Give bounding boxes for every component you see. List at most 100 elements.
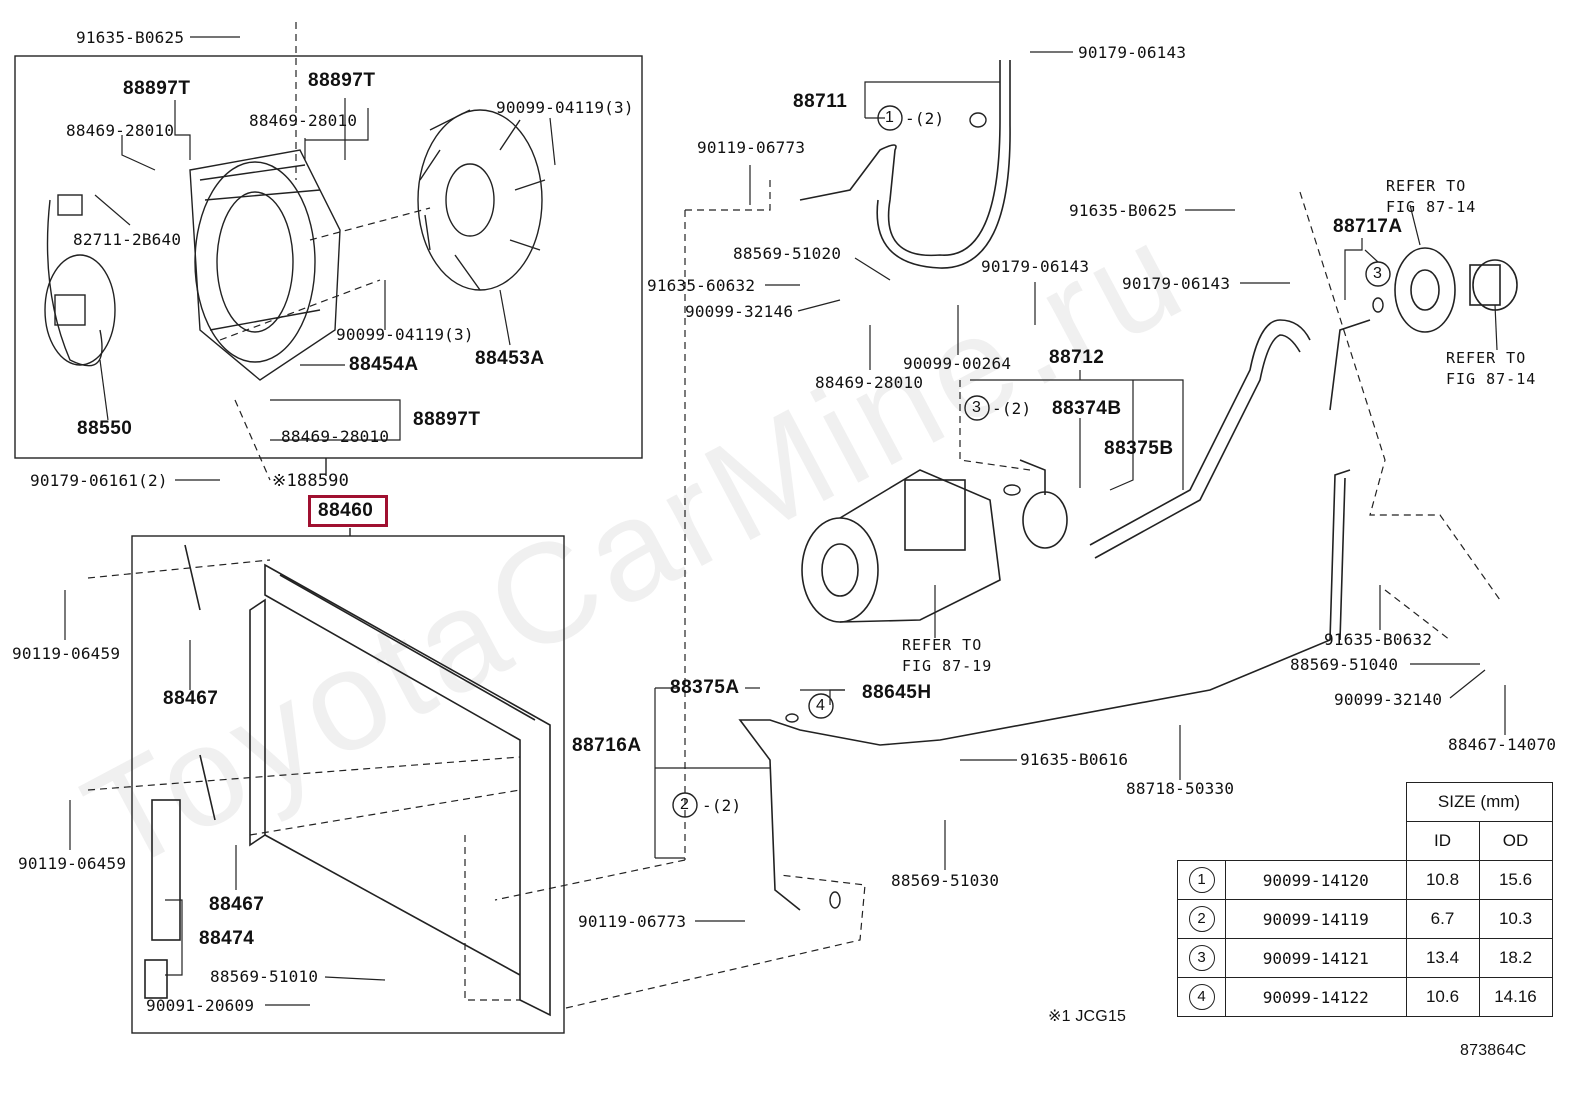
diagram-code: 873864C [1460, 1042, 1527, 1059]
part-label-88716A[interactable]: 88716A [572, 735, 642, 756]
id-column-header: ID [1405, 821, 1480, 861]
row-part-number[interactable]: 90099-14120 [1225, 860, 1407, 900]
part-label-90179-06143[interactable]: 90179-06143 [981, 257, 1090, 276]
fan-blade-drawing [417, 109, 546, 291]
part-label-90099-04119[interactable]: 90099-04119(3) [496, 98, 634, 117]
fan-motor-drawing [44, 194, 116, 367]
part-label-88718-50330[interactable]: 88718-50330 [1126, 779, 1235, 798]
part-label-90119-06773[interactable]: 90119-06773 [697, 138, 806, 157]
part-label-88469-28010[interactable]: 88469-28010 [281, 427, 390, 446]
row-number: 2 [1188, 906, 1215, 932]
row-od: 14.16 [1478, 977, 1553, 1017]
od-column-header: OD [1478, 821, 1553, 861]
part-label-91635-B0625[interactable]: 91635-B0625 [76, 28, 185, 47]
part-label-91635-B0625[interactable]: 91635-B0625 [1069, 201, 1178, 220]
refer-figure-link[interactable]: FIG 87-14 [1386, 198, 1477, 216]
part-label-91635-B0616[interactable]: 91635-B0616 [1020, 750, 1129, 769]
part-label-90179-06143[interactable]: 90179-06143 [1122, 274, 1231, 293]
refer-to-label: REFER TO [902, 636, 983, 654]
callout-number: 2 [680, 796, 690, 813]
size-header: SIZE (mm) [1405, 782, 1553, 822]
row-od: 18.2 [1478, 938, 1553, 978]
refer-figure-link[interactable]: FIG 87-19 [902, 657, 993, 675]
seal-size-table: SIZE (mm) ID OD 1 90099-14120 10.8 15.6 … [1177, 782, 1553, 1017]
row-part-number[interactable]: 90099-14121 [1225, 938, 1407, 978]
part-label-88469-28010[interactable]: 88469-28010 [815, 373, 924, 392]
row-od: 15.6 [1478, 860, 1553, 900]
callout-number: 3 [1373, 265, 1383, 282]
part-label-88467-14070[interactable]: 88467-14070 [1448, 735, 1557, 754]
part-label-88711[interactable]: 88711 [793, 91, 848, 112]
row-part-number[interactable]: 90099-14119 [1225, 899, 1407, 939]
table-row: 4 90099-14122 10.6 14.16 [1177, 977, 1553, 1017]
condenser-frame [131, 535, 565, 1034]
part-label-90119-06459[interactable]: 90119-06459 [12, 644, 121, 663]
row-id: 10.6 [1405, 977, 1480, 1017]
refer-figure-link[interactable]: FIG 87-14 [1446, 370, 1537, 388]
part-label-90099-32140[interactable]: 90099-32140 [1334, 690, 1443, 709]
part-label-188590[interactable]: ※188590 [272, 471, 350, 491]
refer-to-label: REFER TO [1446, 349, 1527, 367]
row-number: 1 [1188, 867, 1215, 893]
qty-label: -(2) [905, 109, 945, 128]
part-label-91635-B0632[interactable]: 91635-B0632 [1324, 630, 1433, 649]
part-label-88712[interactable]: 88712 [1049, 347, 1105, 368]
callout-number: 4 [816, 697, 826, 714]
footnote: ※1 JCG15 [1048, 1008, 1127, 1025]
part-label-88469-28010[interactable]: 88469-28010 [249, 111, 358, 130]
part-label-88454A[interactable]: 88454A [349, 354, 419, 375]
hose-drawing [738, 60, 1371, 911]
part-label-88467[interactable]: 88467 [163, 688, 219, 709]
row-id: 10.8 [1405, 860, 1480, 900]
part-label-88569-51020[interactable]: 88569-51020 [733, 244, 842, 263]
row-id: 13.4 [1405, 938, 1480, 978]
part-label-90119-06459[interactable]: 90119-06459 [18, 854, 127, 873]
part-label-88375B[interactable]: 88375B [1104, 438, 1174, 459]
fan-assembly-frame [14, 55, 643, 459]
qty-label: -(2) [702, 796, 742, 815]
row-od: 10.3 [1478, 899, 1553, 939]
row-number: 3 [1188, 945, 1215, 971]
part-label-88467[interactable]: 88467 [209, 894, 265, 915]
part-label-90179-06143[interactable]: 90179-06143 [1078, 43, 1187, 62]
part-label-88453A[interactable]: 88453A [475, 348, 545, 369]
part-label-88897T[interactable]: 88897T [308, 70, 376, 91]
part-label-88569-51040[interactable]: 88569-51040 [1290, 655, 1399, 674]
part-label-88717A[interactable]: 88717A [1333, 216, 1403, 237]
row-part-number[interactable]: 90099-14122 [1225, 977, 1407, 1017]
selected-part-highlight [308, 495, 388, 527]
part-label-90179-06161[interactable]: 90179-06161(2) [30, 471, 168, 490]
table-row: 3 90099-14121 13.4 18.2 [1177, 938, 1553, 978]
part-label-91635-60632[interactable]: 91635-60632 [647, 276, 756, 295]
part-label-90099-00264[interactable]: 90099-00264 [903, 354, 1012, 373]
part-label-90099-04119[interactable]: 90099-04119(3) [336, 325, 474, 344]
part-label-90119-06773[interactable]: 90119-06773 [578, 912, 687, 931]
callout-number: 3 [972, 399, 982, 416]
row-id: 6.7 [1405, 899, 1480, 939]
part-label-88375A[interactable]: 88375A [670, 677, 740, 698]
part-label-88469-28010[interactable]: 88469-28010 [66, 121, 175, 140]
part-label-88897T[interactable]: 88897T [413, 409, 481, 430]
row-number: 4 [1188, 984, 1215, 1010]
part-label-90091-20609[interactable]: 90091-20609 [146, 996, 255, 1015]
table-row: 2 90099-14119 6.7 10.3 [1177, 899, 1553, 939]
part-label-88474[interactable]: 88474 [199, 928, 255, 949]
part-label-88460-selected[interactable]: 88460 [318, 500, 374, 521]
refer-to-label: REFER TO [1386, 177, 1467, 195]
part-label-82711-2B640[interactable]: 82711-2B640 [73, 230, 182, 249]
part-label-90099-32146[interactable]: 90099-32146 [685, 302, 794, 321]
part-label-88569-51010[interactable]: 88569-51010 [210, 967, 319, 986]
part-label-88550[interactable]: 88550 [77, 418, 133, 439]
part-label-88897T[interactable]: 88897T [123, 78, 191, 99]
condenser-drawing [144, 544, 551, 1017]
table-row: 1 90099-14120 10.8 15.6 [1177, 860, 1553, 900]
part-label-88374B[interactable]: 88374B [1052, 398, 1122, 419]
callout-number: 1 [885, 109, 895, 126]
qty-label: -(2) [992, 399, 1032, 418]
compressor-drawing [801, 469, 1001, 623]
clutch-drawing [1394, 247, 1518, 333]
part-label-88569-51030[interactable]: 88569-51030 [891, 871, 1000, 890]
part-label-88645H[interactable]: 88645H [862, 682, 932, 703]
fan-shroud-drawing [189, 149, 341, 381]
